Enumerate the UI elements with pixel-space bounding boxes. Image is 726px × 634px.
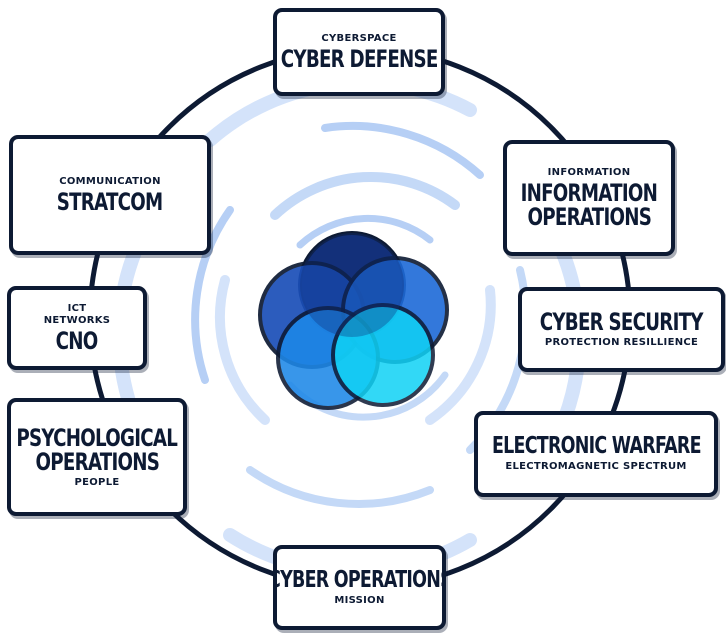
node-information-operations-subtitle: INFORMATION [547,167,631,178]
arc-inner-left [214,275,270,425]
node-psychological-operations: PSYCHOLOGICAL OPERATIONS PEOPLE [7,398,187,516]
arc-inner-top [270,171,460,220]
blue-flower-logo [258,231,449,410]
node-stratcom: COMMUNICATION STRATCOM [9,135,211,255]
node-stratcom-subtitle: COMMUNICATION [59,176,161,187]
node-stratcom-title: STRATCOM [57,188,163,216]
node-cno-title: CNO [56,327,99,355]
petal-top-overlay [300,233,404,337]
arc-mid-left [191,206,234,384]
node-psychological-operations-subtitle: PEOPLE [74,476,120,488]
node-information-operations-title-line1: INFORMATION [520,179,658,207]
node-cyber-operations-title: CYBER OPERATIONS [273,566,446,593]
node-cyber-security: CYBER SECURITY PROTECTION RESILLIENCE [518,287,725,372]
node-information-operations: INFORMATION INFORMATION OPERATIONS [503,140,675,256]
node-information-operations-title-line2: OPERATIONS [527,203,651,231]
node-electronic-warfare: ELECTRONIC WARFARE ELECTROMAGNETIC SPECT… [474,411,718,497]
node-cyber-security-title: CYBER SECURITY [540,308,704,336]
node-psychological-operations-title-line2: OPERATIONS [35,447,159,476]
arc-mid-top [321,122,484,179]
arc-core-top [296,214,434,249]
node-cyber-defense: CYBERSPACE CYBER DEFENSE [273,8,445,96]
node-psychological-operations-title-line1: PSYCHOLOGICAL [16,423,178,452]
node-cno: ICT NETWORKS CNO [7,286,147,370]
node-electronic-warfare-subtitle: ELECTROMAGNETIC SPECTRUM [505,461,687,472]
node-cyber-operations-subtitle: MISSION [334,594,385,606]
arc-mid-bottom [246,466,434,508]
node-cno-subtitle-line2: NETWORKS [43,315,111,326]
petal-bottom-right [331,303,435,407]
arc-inner-right [425,285,496,425]
node-cyber-defense-title: CYBER DEFENSE [280,45,439,73]
node-cyber-security-subtitle: PROTECTION RESILLIENCE [544,337,699,348]
node-cno-subtitle-line1: ICT [67,303,87,314]
node-electronic-warfare-title: ELECTRONIC WARFARE [491,433,702,459]
node-cyber-defense-subtitle: CYBERSPACE [321,33,397,44]
node-cyber-operations: CYBER OPERATIONS MISSION [273,545,446,630]
